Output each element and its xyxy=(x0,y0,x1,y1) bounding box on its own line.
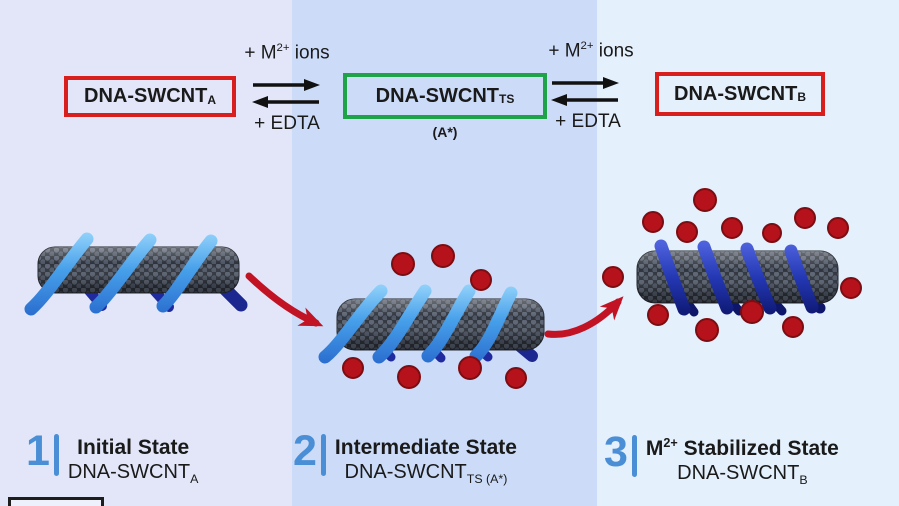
caption-title: Intermediate State xyxy=(334,436,517,459)
step-number: 2 xyxy=(293,427,317,475)
m2-ion-dot xyxy=(458,356,482,380)
eq1-forward-label: + M2+ ions xyxy=(244,42,330,64)
dna-strand xyxy=(24,232,94,316)
m2-ion-dot xyxy=(740,300,764,324)
caption-formula: DNA-SWCNTTS (A*) xyxy=(344,461,508,486)
state-ts-subscript: TS xyxy=(498,92,515,107)
dna-strand xyxy=(784,244,819,314)
m2-ion-dot xyxy=(602,266,624,288)
caption-intermediate-state: 2 Intermediate State DNA-SWCNTTS (A*) xyxy=(293,427,517,486)
caption-title: Initial State xyxy=(77,436,190,459)
dna-strand xyxy=(372,284,432,364)
eq2-forward-label: + M2+ ions xyxy=(548,40,634,62)
dna-strand xyxy=(740,242,777,315)
m2-ion-dot xyxy=(762,223,782,243)
dna-strand xyxy=(697,240,734,315)
m2-ion-dot xyxy=(827,217,849,239)
caption-initial-state: 1 Initial State DNA-SWCNTA xyxy=(26,427,199,486)
step-number-bar xyxy=(631,435,637,477)
caption-formula: DNA-SWCNTB xyxy=(677,462,808,487)
m2-ion-dot xyxy=(721,217,743,239)
equilibrium-arrows-icon xyxy=(252,79,320,108)
state-a-label: DNA-SWCNT xyxy=(84,85,208,107)
equilibrium-arrows-icon xyxy=(551,77,619,106)
m2-ion-dot xyxy=(695,318,719,342)
dna-strand xyxy=(421,284,476,363)
dna-strand xyxy=(469,286,518,363)
m2-ion-dot xyxy=(794,207,816,229)
nanotube-initial xyxy=(24,232,248,316)
state-b-subscript: B xyxy=(797,90,806,105)
step-number: 1 xyxy=(26,427,50,475)
step-number-bar xyxy=(320,434,326,476)
transition-arrow-2 xyxy=(544,296,624,338)
m2-ion-dots xyxy=(342,244,527,389)
state-b-label: DNA-SWCNT xyxy=(674,82,798,105)
dna-strand xyxy=(89,233,157,314)
m2-ion-dot xyxy=(470,269,492,291)
legend-box-partial xyxy=(8,497,104,506)
dna-strand xyxy=(318,284,388,364)
m2-ion-dot xyxy=(642,211,664,233)
caption-stabilized-state: 3 M2+ Stabilized State DNA-SWCNTB xyxy=(604,428,839,487)
dna-strand xyxy=(156,234,218,313)
m2-ion-dot xyxy=(782,316,804,338)
nanotube-intermediate xyxy=(318,244,545,389)
m2-ion-dot xyxy=(431,244,455,268)
state-ts-label: DNA-SWCNT xyxy=(375,84,499,107)
m2-ion-dot xyxy=(397,365,421,389)
state-ts-note: (A*) xyxy=(432,124,458,140)
caption-formula: DNA-SWCNTA xyxy=(67,461,199,486)
m2-ion-dot xyxy=(693,188,717,212)
state-a-subscript: A xyxy=(207,92,216,107)
eq1-reverse-label: + EDTA xyxy=(254,113,320,134)
step-number: 3 xyxy=(604,428,628,476)
m2-ion-dots xyxy=(602,188,862,342)
nanotube-stabilized xyxy=(602,188,862,342)
step-number-bar xyxy=(53,434,59,476)
dna-strand xyxy=(654,239,691,316)
caption-title: M2+ Stabilized State xyxy=(645,436,839,460)
m2-ion-dot xyxy=(342,357,364,379)
m2-ion-dot xyxy=(676,221,698,243)
m2-ion-dot xyxy=(647,304,669,326)
m2-ion-dot xyxy=(505,367,527,389)
m2-ion-dot xyxy=(391,252,415,276)
eq2-reverse-label: + EDTA xyxy=(555,111,621,132)
m2-ion-dot xyxy=(840,277,862,299)
transition-arrow-1 xyxy=(245,272,324,327)
